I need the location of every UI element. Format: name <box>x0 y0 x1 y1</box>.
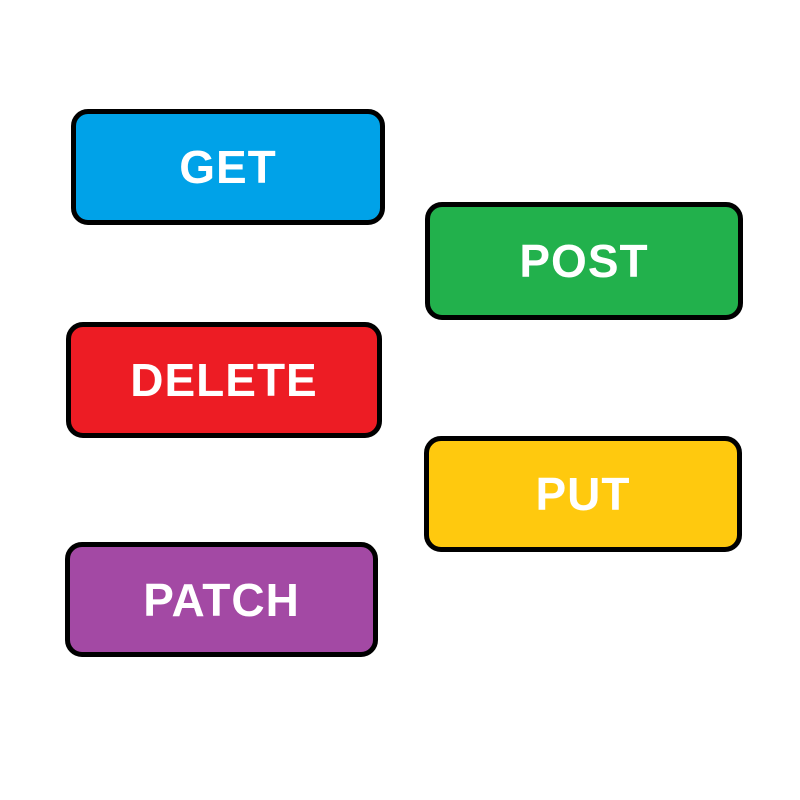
get-button-label: GET <box>179 141 277 193</box>
post-button[interactable]: POST <box>425 202 743 320</box>
patch-button[interactable]: PATCH <box>65 542 378 657</box>
get-button[interactable]: GET <box>71 109 385 225</box>
put-button-label: PUT <box>535 468 631 520</box>
put-button[interactable]: PUT <box>424 436 742 552</box>
post-button-label: POST <box>519 235 649 287</box>
delete-button[interactable]: DELETE <box>66 322 382 438</box>
patch-button-label: PATCH <box>143 573 300 626</box>
delete-button-label: DELETE <box>130 354 318 406</box>
